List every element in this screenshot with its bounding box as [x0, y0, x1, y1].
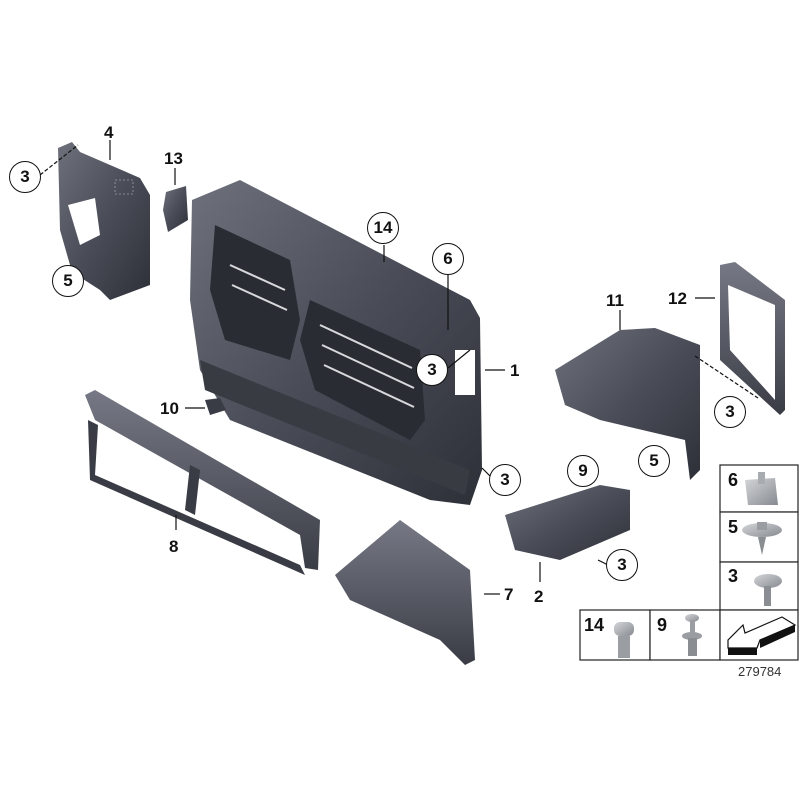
part-7-lower-duct	[335, 520, 475, 665]
clip-nut-icon	[745, 472, 778, 505]
callout-14[interactable]: 14	[367, 212, 399, 244]
legend-label-5: 5	[728, 517, 739, 537]
part-11-right-duct	[555, 328, 700, 480]
legend-label-9: 9	[657, 615, 668, 635]
callout-13[interactable]: 13	[164, 149, 183, 168]
washer-screw-icon	[754, 574, 782, 606]
callout-12[interactable]: 12	[668, 289, 687, 308]
callout-4[interactable]: 4	[104, 123, 114, 142]
reference-number: 279784	[738, 664, 782, 679]
part-13-cover-cap	[163, 186, 188, 232]
callout-2[interactable]: 2	[534, 587, 544, 606]
part-10-clip	[205, 398, 226, 415]
legend-label-14: 14	[584, 615, 605, 635]
callout-5-right[interactable]: 5	[638, 445, 670, 477]
callout-3-right-duct[interactable]: 3	[714, 396, 746, 428]
callout-3-main-frame[interactable]: 3	[416, 354, 448, 386]
legend-label-3: 3	[728, 566, 739, 586]
callout-6[interactable]: 6	[432, 243, 464, 275]
part-8-air-guide	[85, 390, 320, 575]
leader-lines	[39, 140, 759, 595]
legend-label-6: 6	[728, 470, 739, 490]
callout-8[interactable]: 8	[169, 537, 179, 556]
part-4-left-air-duct	[58, 142, 150, 300]
expanding-rivet-icon	[682, 614, 702, 656]
callout-1[interactable]: 1	[510, 361, 520, 380]
callout-5-left[interactable]: 5	[52, 265, 84, 297]
callout-3-duct-2[interactable]: 3	[606, 549, 638, 581]
part-1-main-frame	[190, 180, 482, 505]
callout-10[interactable]: 10	[160, 399, 179, 418]
callout-3-upper-left[interactable]: 3	[9, 161, 41, 193]
part-12-seal-frame	[720, 262, 785, 415]
direction-arrow-icon	[727, 616, 797, 655]
part-2-right-duct	[505, 485, 630, 560]
callout-3-frame-lower[interactable]: 3	[489, 464, 521, 496]
callout-7[interactable]: 7	[504, 585, 514, 604]
flange-screw-icon	[742, 522, 782, 555]
callout-11[interactable]: 11	[606, 291, 624, 310]
callout-9[interactable]: 9	[567, 455, 599, 487]
torx-screw-icon	[614, 622, 634, 658]
